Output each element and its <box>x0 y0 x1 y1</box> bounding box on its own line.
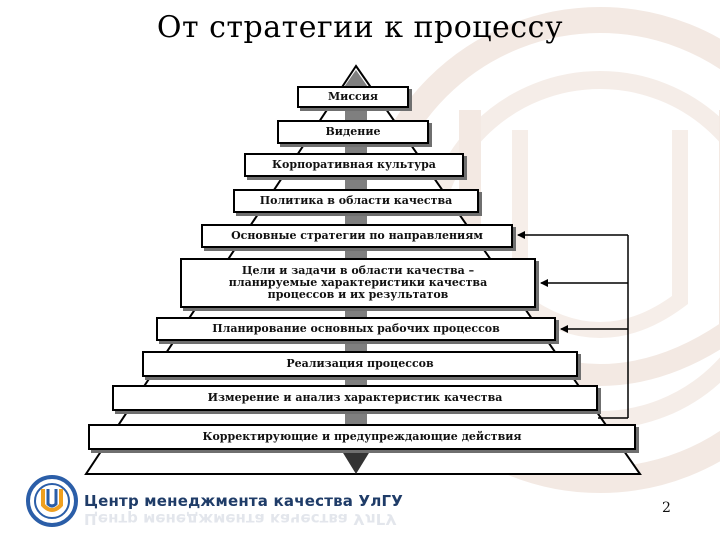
level-process-planning: Планирование основных рабочих процессов <box>156 317 556 341</box>
level-main-strategies: Основные стратегии по направлениям <box>201 224 513 248</box>
level-quality-goals: Цели и задачи в области качества – плани… <box>180 258 536 308</box>
level-quality-goals-line-2: планируемые характеристики качества <box>228 276 488 289</box>
level-main-strategies-label: Основные стратегии по направлениям <box>231 229 483 242</box>
level-vision: Видение <box>277 120 429 144</box>
level-quality-goals-line-1: Цели и задачи в области качества – <box>241 264 475 277</box>
level-quality-policy: Политика в области качества <box>233 189 479 213</box>
university-logo <box>26 475 78 527</box>
level-corporate-culture: Корпоративная культура <box>244 153 464 177</box>
pyramid-shaft-tip <box>340 448 372 474</box>
level-process-planning-label: Планирование основных рабочих процессов <box>212 322 500 335</box>
footer-org-name: Центр менеджмента качества УлГУ <box>84 492 404 510</box>
level-corrective-actions: Корректирующие и предупреждающие действи… <box>88 424 636 450</box>
level-vision-label: Видение <box>325 125 381 138</box>
level-measurement-analysis: Измерение и анализ характеристик качеств… <box>112 385 598 411</box>
level-mission: Миссия <box>297 86 409 108</box>
level-mission-label: Миссия <box>327 90 378 103</box>
page-number: 2 <box>662 500 671 516</box>
level-process-implementation-label: Реализация процессов <box>286 357 434 370</box>
level-quality-policy-label: Политика в области качества <box>259 194 453 207</box>
level-measurement-analysis-label: Измерение и анализ характеристик качеств… <box>207 391 503 404</box>
level-process-implementation: Реализация процессов <box>142 351 578 377</box>
feedback-loop <box>517 231 629 419</box>
footer-org-name-reflection: Центр менеджмента качества УлГУ <box>84 510 397 528</box>
level-corporate-culture-label: Корпоративная культура <box>272 158 436 171</box>
level-quality-goals-line-3: процессов и их результатов <box>267 288 449 301</box>
level-corrective-actions-label: Корректирующие и предупреждающие действи… <box>202 430 522 443</box>
slide-title: От стратегии к процессу <box>156 10 564 45</box>
pyramid-apex <box>342 70 370 90</box>
